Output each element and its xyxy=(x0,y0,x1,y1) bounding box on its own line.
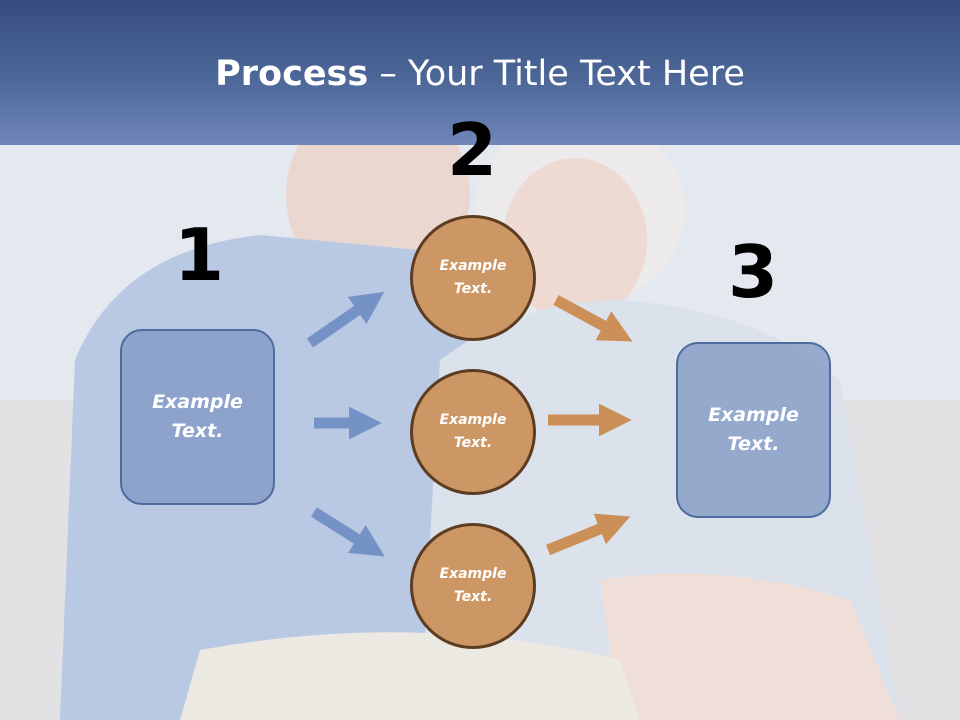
circle-middle-text: Example Text. xyxy=(439,412,507,451)
step-2-circle-top: Example Text. xyxy=(410,215,536,341)
step-number-3: 3 xyxy=(727,230,779,314)
step-3-box: Example Text. xyxy=(676,342,831,518)
slide-title: Process – Your Title Text Here xyxy=(0,50,960,98)
circle-bottom-text: Example Text. xyxy=(439,566,507,605)
title-rest: – Your Title Text Here xyxy=(368,54,745,94)
title-strong: Process xyxy=(215,54,369,94)
title-bar xyxy=(0,0,960,145)
step-1-box-text: Example Text. xyxy=(152,391,243,442)
step-2-circle-bottom: Example Text. xyxy=(410,523,536,649)
circle-top-text: Example Text. xyxy=(439,258,507,297)
step-2-circle-middle: Example Text. xyxy=(410,369,536,495)
step-number-2: 2 xyxy=(446,108,498,192)
step-1-box: Example Text. xyxy=(120,329,275,505)
step-number-1: 1 xyxy=(173,213,225,297)
step-3-box-text: Example Text. xyxy=(708,404,799,455)
